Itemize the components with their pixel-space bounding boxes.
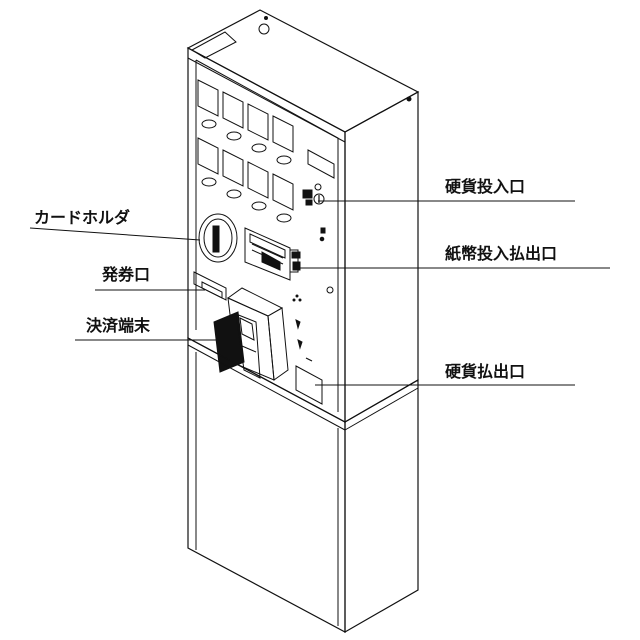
label-coin-return: 硬貨払出口 (445, 362, 525, 381)
lower-front-panel (188, 338, 345, 632)
top-bolt (259, 24, 269, 34)
menu-button[interactable] (223, 150, 243, 186)
indicator (327, 287, 333, 293)
top-lid (192, 32, 236, 58)
card-holder (199, 214, 237, 262)
menu-lamp (202, 178, 216, 186)
label-ticket-outlet: 発券口 (101, 265, 150, 284)
menu-lamp (277, 214, 291, 222)
leader-lines (30, 201, 610, 385)
menu-lamp (227, 132, 241, 140)
payment-terminal[interactable] (214, 288, 288, 380)
menu-button[interactable] (273, 116, 293, 152)
upper-front-panel (188, 48, 345, 422)
menu-button[interactable] (198, 138, 218, 174)
display-window (308, 150, 334, 178)
menu-lamp (252, 144, 266, 152)
menu-button-grid (198, 80, 334, 222)
menu-lamp (252, 202, 266, 210)
ticket-outlet[interactable] (194, 272, 226, 300)
lower-side-panel (345, 380, 418, 632)
menu-lamp (277, 156, 291, 164)
menu-button[interactable] (248, 162, 268, 198)
bill-slot[interactable] (245, 228, 300, 280)
coin-insert-slot[interactable] (303, 184, 325, 241)
label-card-holder: カードホルダ (34, 208, 130, 227)
upper-side-panel (345, 92, 418, 422)
menu-button[interactable] (198, 80, 218, 116)
label-bill-slot: 紙幣投入払出口 (445, 244, 557, 263)
menu-button[interactable] (273, 174, 293, 210)
label-payment-terminal: 決済端末 (86, 316, 151, 335)
menu-button[interactable] (248, 104, 268, 140)
coin-return-outlet[interactable] (296, 358, 322, 404)
menu-button[interactable] (223, 92, 243, 128)
menu-lamp (202, 120, 216, 128)
label-coin-insert: 硬貨投入口 (445, 177, 525, 196)
lower-cabinet (188, 338, 418, 632)
menu-lamp (227, 190, 241, 198)
leader-card-holder (30, 228, 200, 240)
